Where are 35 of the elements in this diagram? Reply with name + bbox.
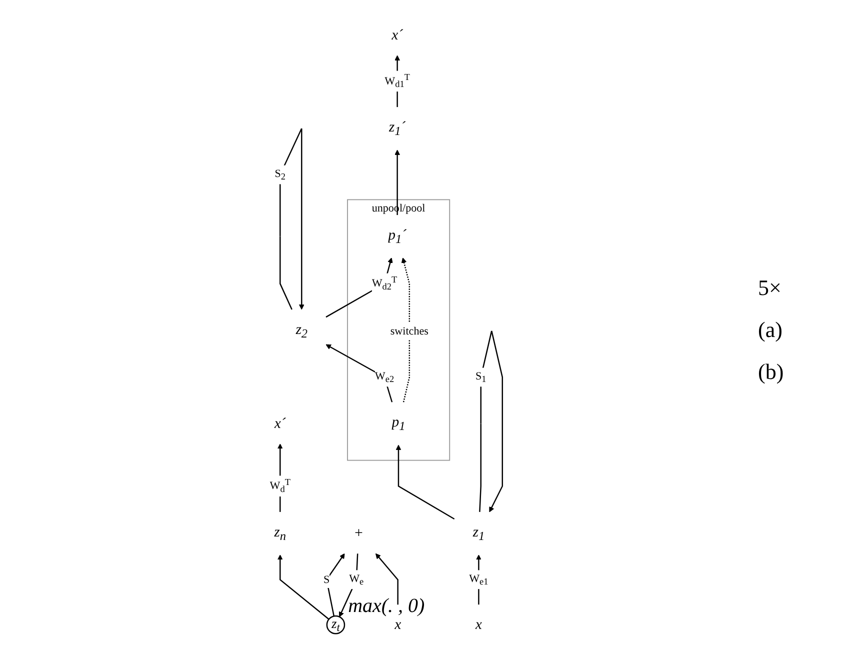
edge-label: S$_{1}$: [475, 370, 486, 385]
arrow: [478, 330, 503, 512]
arrow: [326, 553, 344, 616]
node-text: x´: [274, 416, 286, 432]
edge-label: S: [323, 573, 330, 586]
node-text: z$_{1}$´: [388, 119, 406, 138]
arrow: [325, 344, 392, 402]
edge-label: W$_{e}$: [348, 572, 364, 588]
edge-label: W$_{e1}$: [468, 572, 488, 588]
edge-label: W$_{e2}$: [374, 370, 394, 385]
node-text: p$_{1}$´: [388, 227, 406, 246]
edge-label: switches: [390, 324, 428, 337]
node-text: x´: [391, 27, 403, 44]
node-caption: max(. , 0): [348, 595, 425, 618]
node-text: +: [353, 525, 364, 542]
figure-label: (b): [758, 359, 785, 385]
node-text: x: [475, 616, 482, 633]
node-text: x: [394, 616, 401, 633]
arrow: [279, 128, 304, 310]
node-circle: z$_{t}$: [326, 615, 345, 634]
figure-label: (a): [758, 317, 784, 343]
arrow: [476, 554, 481, 605]
figure-label: 5×: [758, 275, 782, 301]
node-text: z$_{1}$: [472, 524, 484, 544]
arrow: [375, 553, 398, 605]
node-text: z$_{n}$: [274, 524, 286, 544]
arrow: [395, 444, 454, 520]
arrow: [394, 150, 400, 216]
arrow: [277, 444, 282, 512]
node-text: p$_{1}$: [391, 414, 405, 434]
edge-label: S$_{2}$: [274, 167, 286, 182]
arrow: [277, 554, 329, 620]
arrow: [338, 554, 358, 618]
node-text: z$_{2}$: [295, 322, 308, 341]
arrow: [400, 258, 410, 402]
